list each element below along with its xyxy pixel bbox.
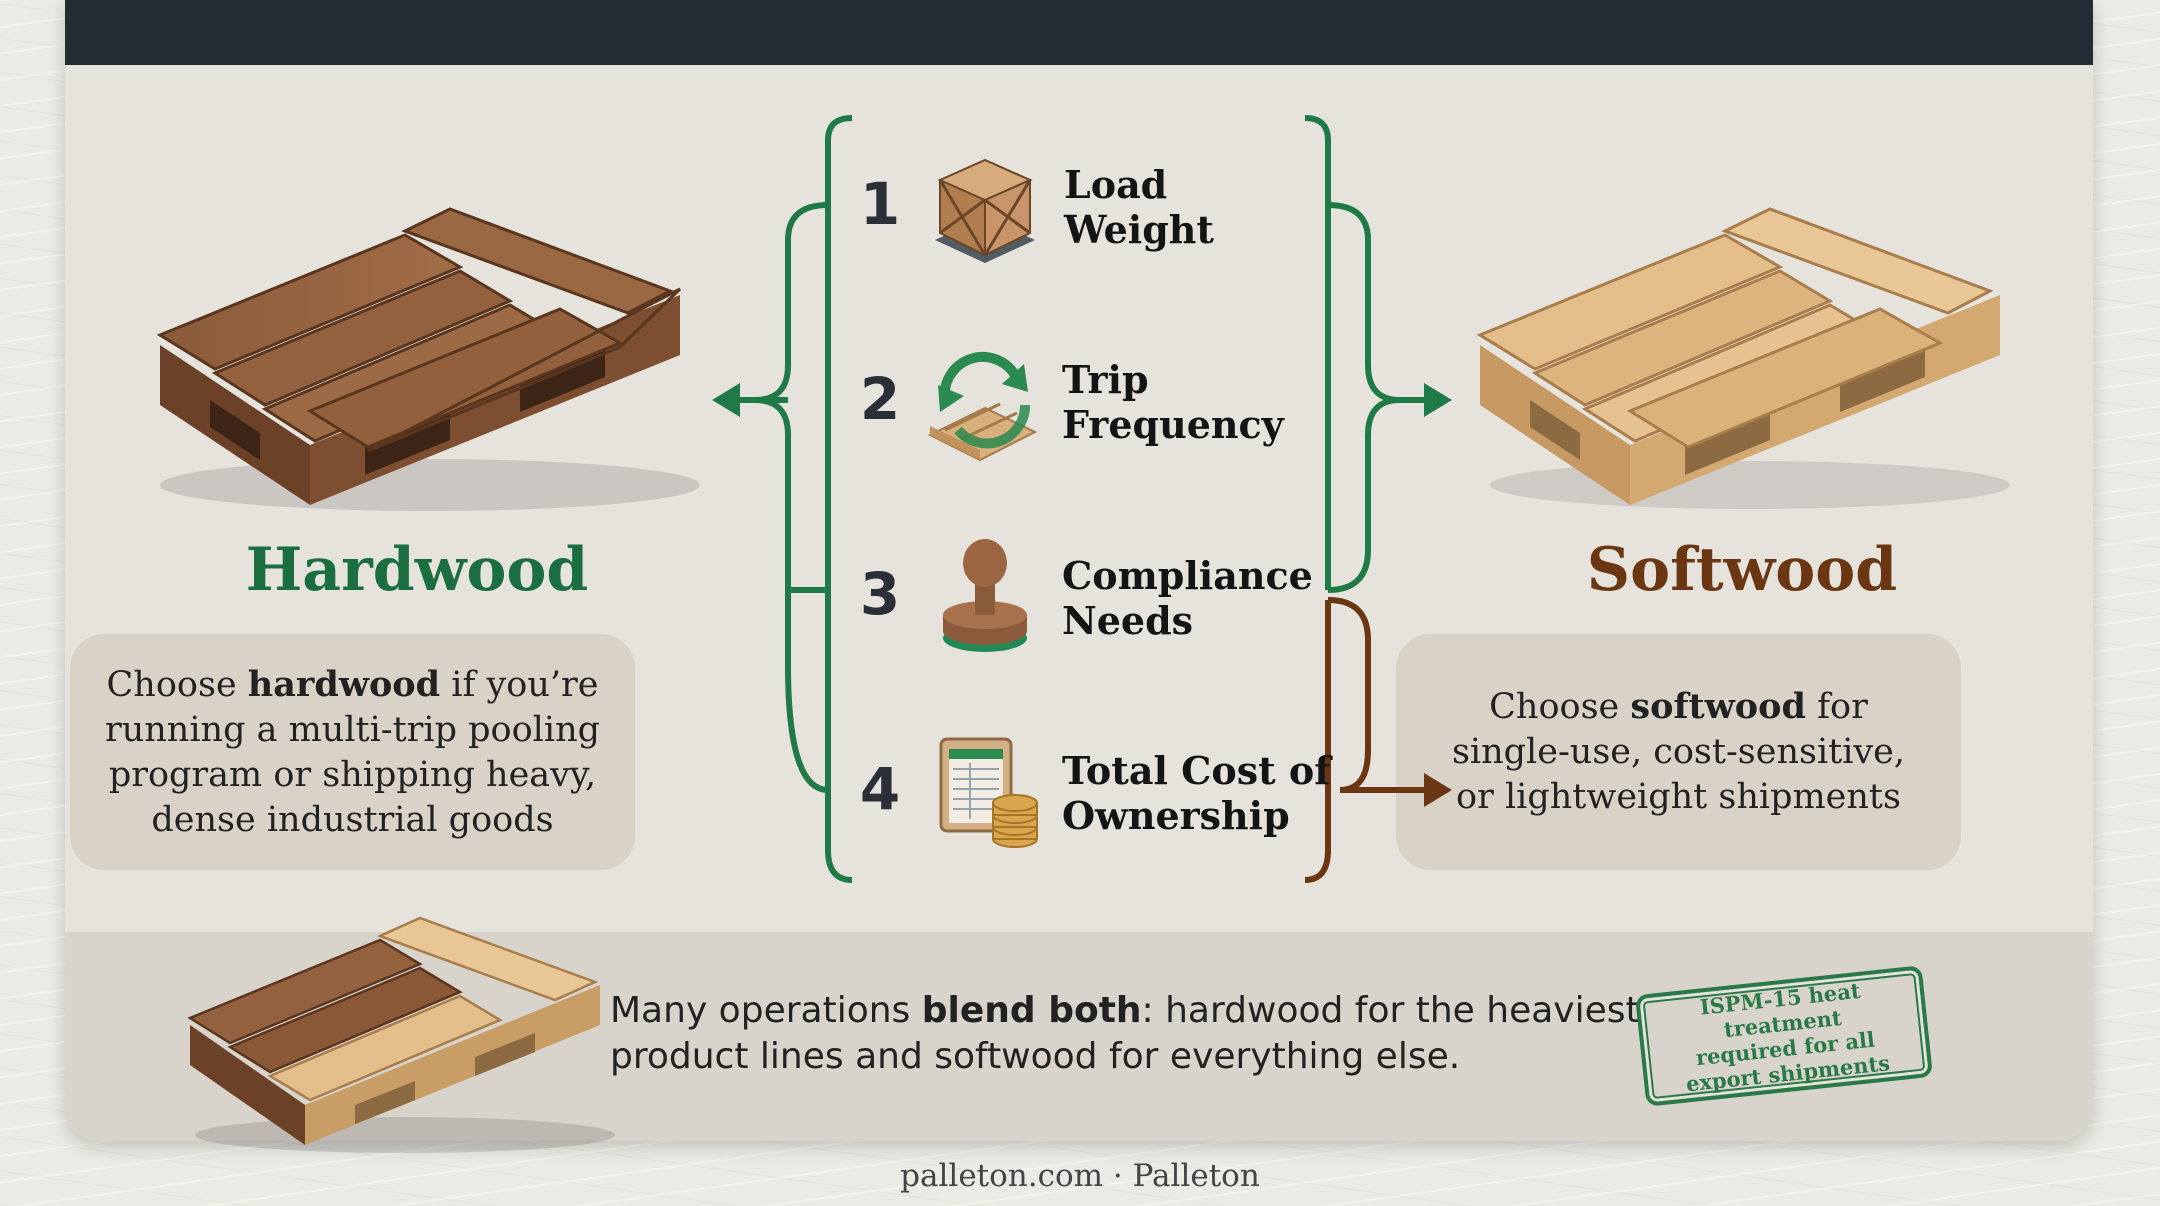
arrow-left-icon bbox=[712, 383, 740, 417]
softwood-description: Choose softwood for single-use, cost-sen… bbox=[1451, 686, 1906, 817]
footer-credit: palleton.com · Palleton bbox=[900, 1158, 1260, 1194]
hardwood-pallet-image bbox=[156, 207, 700, 511]
softwood-title: Softwood bbox=[1586, 535, 1898, 605]
mixed-pallet-image bbox=[187, 916, 615, 1153]
hardwood-description-box: Choose hardwood if you’re running a mult… bbox=[70, 634, 635, 870]
left-brace bbox=[754, 202, 829, 793]
softwood-pallet-image bbox=[1476, 207, 2010, 509]
arrow-right-green-icon bbox=[1424, 383, 1452, 417]
stamp-icon bbox=[943, 539, 1027, 652]
infographic-card bbox=[65, 0, 2093, 1141]
softwood-description-box: Choose softwood for single-use, cost-sen… bbox=[1396, 634, 1961, 870]
arrow-right-brown-icon bbox=[1424, 773, 1452, 807]
right-bracket-brown bbox=[1304, 600, 1331, 883]
hardwood-keyword: hardwood bbox=[247, 663, 441, 705]
ledger-coins-icon bbox=[939, 737, 1038, 848]
hardwood-title: Hardwood bbox=[245, 535, 589, 605]
right-bracket-green bbox=[1304, 115, 1331, 590]
hardwood-description: Choose hardwood if you’re running a mult… bbox=[104, 663, 601, 840]
factor-4-number: 4 bbox=[859, 755, 901, 823]
top-bar bbox=[65, 0, 2093, 65]
factor-3-number: 3 bbox=[859, 560, 901, 628]
blend-keyword: blend both bbox=[921, 990, 1142, 1031]
decision-brackets bbox=[712, 115, 1452, 883]
factor-2-number: 2 bbox=[859, 365, 901, 433]
softwood-keyword: softwood bbox=[1630, 686, 1806, 727]
crate-icon bbox=[935, 158, 1035, 263]
cycle-pallet-icon bbox=[927, 351, 1038, 462]
left-bracket bbox=[825, 115, 853, 883]
factor-1-number: 1 bbox=[859, 170, 901, 238]
blend-note: Many operations blend both: hardwood for… bbox=[610, 990, 1640, 1077]
